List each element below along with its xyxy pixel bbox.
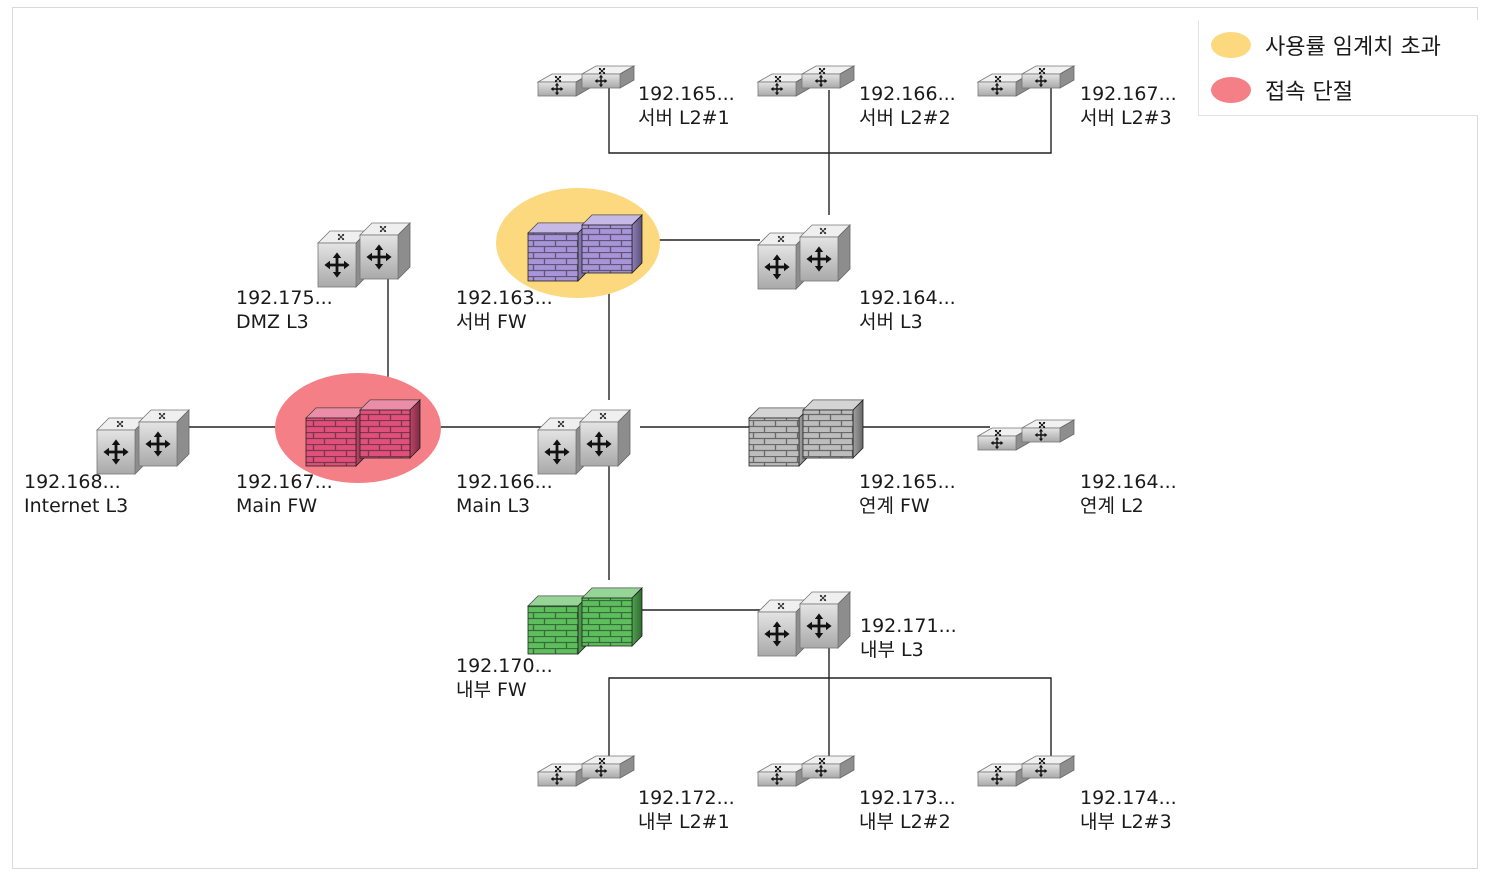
overload-swatch-icon	[1211, 32, 1251, 58]
internal-l2-3-label: 192.174...내부 L2#3	[1080, 786, 1177, 834]
internet-l3-label: 192.168...Internet L3	[24, 470, 128, 518]
device-name: 연계 FW	[859, 494, 956, 518]
device-name: DMZ L3	[236, 310, 333, 334]
main-fw-label: 192.167...Main FW	[236, 470, 333, 518]
internal-l2-1-label: 192.172...내부 L2#1	[638, 786, 735, 834]
ip-address: 192.166...	[859, 82, 956, 106]
server-l2-2-label: 192.166...서버 L2#2	[859, 82, 956, 130]
ip-address: 192.163...	[456, 286, 553, 310]
device-name: 서버 L2#2	[859, 106, 956, 130]
internal-l3-label: 192.171...내부 L3	[860, 614, 957, 662]
device-name: 내부 FW	[456, 678, 553, 702]
ip-address: 192.168...	[24, 470, 128, 494]
internal-l2-2-icon[interactable]	[758, 755, 854, 786]
internet-l3-icon[interactable]	[97, 410, 189, 474]
dmz-l3-label: 192.175...DMZ L3	[236, 286, 333, 334]
ip-address: 192.167...	[1080, 82, 1177, 106]
internal-l2-1-icon[interactable]	[538, 755, 634, 786]
ip-address: 192.173...	[859, 786, 956, 810]
link-l2-label: 192.164...연계 L2	[1080, 470, 1177, 518]
internal-l2-3-icon[interactable]	[978, 755, 1074, 786]
device-name: 내부 L3	[860, 638, 957, 662]
server-l2-3-icon[interactable]	[978, 65, 1074, 96]
legend-item-disconnect: 접속 단절	[1211, 73, 1353, 107]
server-l2-2-icon[interactable]	[758, 65, 854, 96]
device-name: 내부 L2#1	[638, 810, 735, 834]
device-name: 연계 L2	[1080, 494, 1177, 518]
server-l2-1-label: 192.165...서버 L2#1	[638, 82, 735, 130]
device-name: Main L3	[456, 494, 553, 518]
main-l3-label: 192.166...Main L3	[456, 470, 553, 518]
device-name: 서버 L2#1	[638, 106, 735, 130]
ip-address: 192.170...	[456, 654, 553, 678]
ip-address: 192.166...	[456, 470, 553, 494]
internal-fw-label: 192.170...내부 FW	[456, 654, 553, 702]
server-l2-3-label: 192.167...서버 L2#3	[1080, 82, 1177, 130]
legend: 사용률 임계치 초과 접속 단절	[1198, 20, 1478, 116]
ip-address: 192.174...	[1080, 786, 1177, 810]
internal-fw-icon[interactable]	[528, 588, 642, 654]
device-name: 내부 L2#3	[1080, 810, 1177, 834]
ip-address: 192.165...	[638, 82, 735, 106]
server-l2-1-icon[interactable]	[538, 65, 634, 96]
ip-address: 192.164...	[859, 286, 956, 310]
internal-l3-icon[interactable]	[758, 592, 850, 656]
device-name: 서버 FW	[456, 310, 553, 334]
link-l2-icon[interactable]	[978, 419, 1074, 450]
ip-address: 192.171...	[860, 614, 957, 638]
dmz-l3-icon[interactable]	[318, 223, 410, 287]
device-name: Main FW	[236, 494, 333, 518]
main-l3-icon[interactable]	[538, 410, 630, 474]
ip-address: 192.172...	[638, 786, 735, 810]
main-fw-icon[interactable]	[306, 400, 420, 466]
legend-item-overload: 사용률 임계치 초과	[1211, 28, 1441, 62]
device-name: 서버 L2#3	[1080, 106, 1177, 130]
ip-address: 192.164...	[1080, 470, 1177, 494]
link-fw-label: 192.165...연계 FW	[859, 470, 956, 518]
link-fw-icon[interactable]	[749, 400, 863, 466]
server-l3-label: 192.164...서버 L3	[859, 286, 956, 334]
device-name: 서버 L3	[859, 310, 956, 334]
server-fw-icon[interactable]	[528, 215, 642, 281]
server-fw-label: 192.163...서버 FW	[456, 286, 553, 334]
server-l3-icon[interactable]	[758, 225, 850, 289]
ip-address: 192.175...	[236, 286, 333, 310]
ip-address: 192.165...	[859, 470, 956, 494]
internal-l2-2-label: 192.173...내부 L2#2	[859, 786, 956, 834]
device-name: 내부 L2#2	[859, 810, 956, 834]
device-name: Internet L3	[24, 494, 128, 518]
ip-address: 192.167...	[236, 470, 333, 494]
disconnect-swatch-icon	[1211, 77, 1251, 103]
